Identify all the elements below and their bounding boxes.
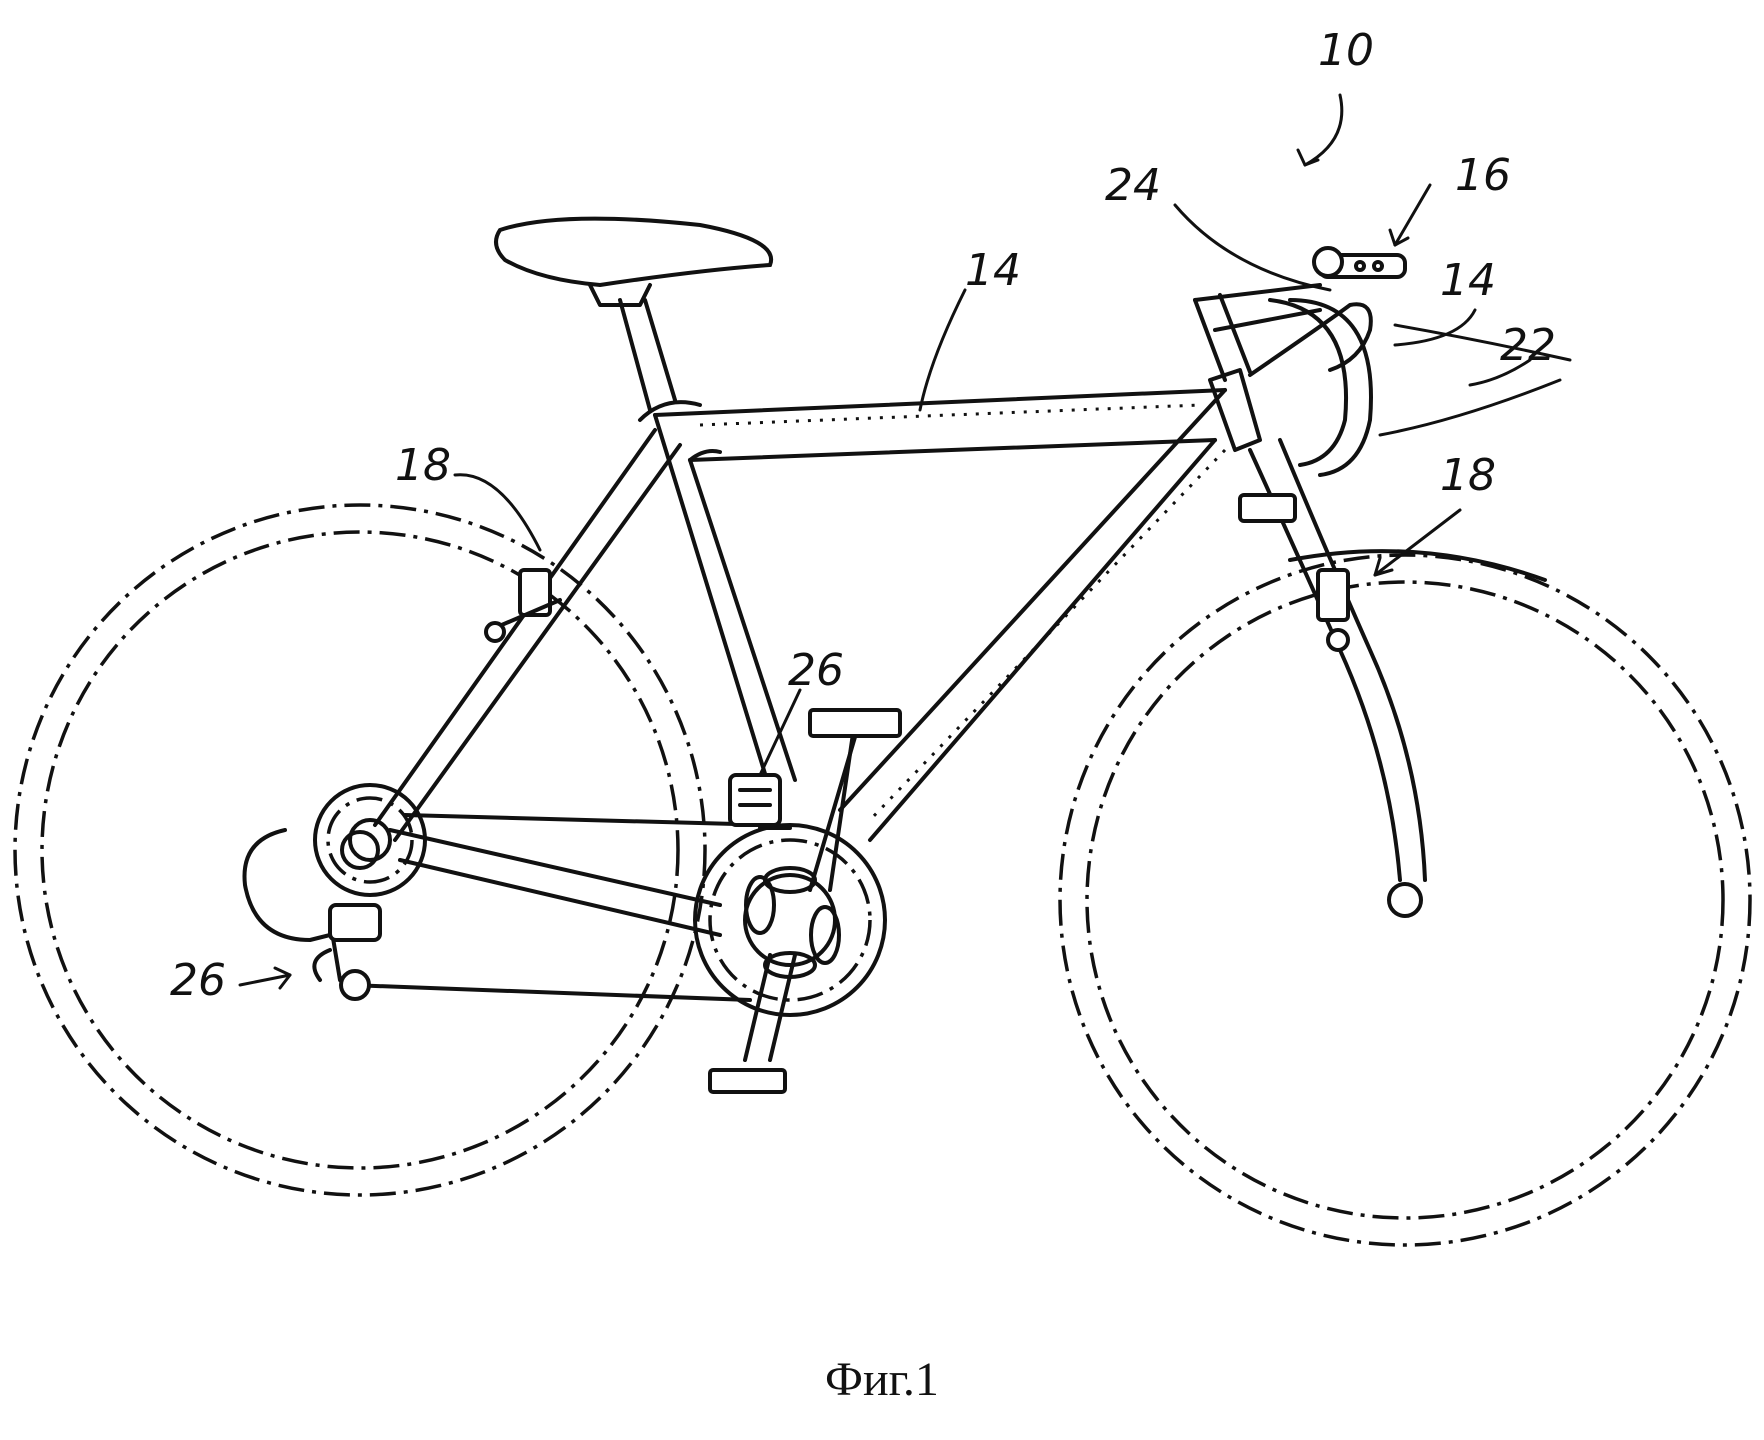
reference-labels: 10 24 16 14 14 22 18 18 26 26 bbox=[170, 25, 1556, 1006]
label-brake-front: 18 bbox=[1440, 450, 1496, 501]
label-frame-right: 14 bbox=[1440, 255, 1496, 306]
label-derailleur-rear: 26 bbox=[170, 955, 226, 1006]
label-cable: 22 bbox=[1500, 320, 1556, 371]
chain bbox=[348, 813, 792, 1002]
label-bicycle: 10 bbox=[1318, 25, 1374, 76]
rear-cassette bbox=[313, 783, 427, 897]
front-fork bbox=[1238, 438, 1427, 882]
brake-cables bbox=[699, 323, 1572, 822]
crank-arms bbox=[708, 708, 902, 1094]
front-brake bbox=[1316, 568, 1350, 652]
label-shifter: 24 bbox=[1105, 160, 1161, 211]
front-wheel bbox=[1058, 553, 1752, 1247]
control-unit bbox=[1312, 246, 1407, 279]
rear-wheel bbox=[13, 503, 707, 1197]
saddle bbox=[494, 216, 774, 412]
rear-derailleur bbox=[242, 828, 382, 1001]
rear-brake bbox=[484, 568, 562, 643]
label-derailleur-front: 26 bbox=[788, 645, 844, 696]
label-leaders bbox=[238, 93, 1532, 990]
figure-caption: Фиг.1 bbox=[825, 1353, 939, 1406]
front-fender bbox=[1288, 549, 1547, 582]
handlebar bbox=[1193, 283, 1373, 477]
bicycle-frame bbox=[373, 368, 1262, 937]
front-derailleur bbox=[728, 773, 782, 827]
label-brake-rear: 18 bbox=[395, 440, 451, 491]
chainring bbox=[693, 823, 887, 1017]
label-control-unit: 16 bbox=[1455, 150, 1511, 201]
label-frame-top: 14 bbox=[965, 245, 1021, 296]
